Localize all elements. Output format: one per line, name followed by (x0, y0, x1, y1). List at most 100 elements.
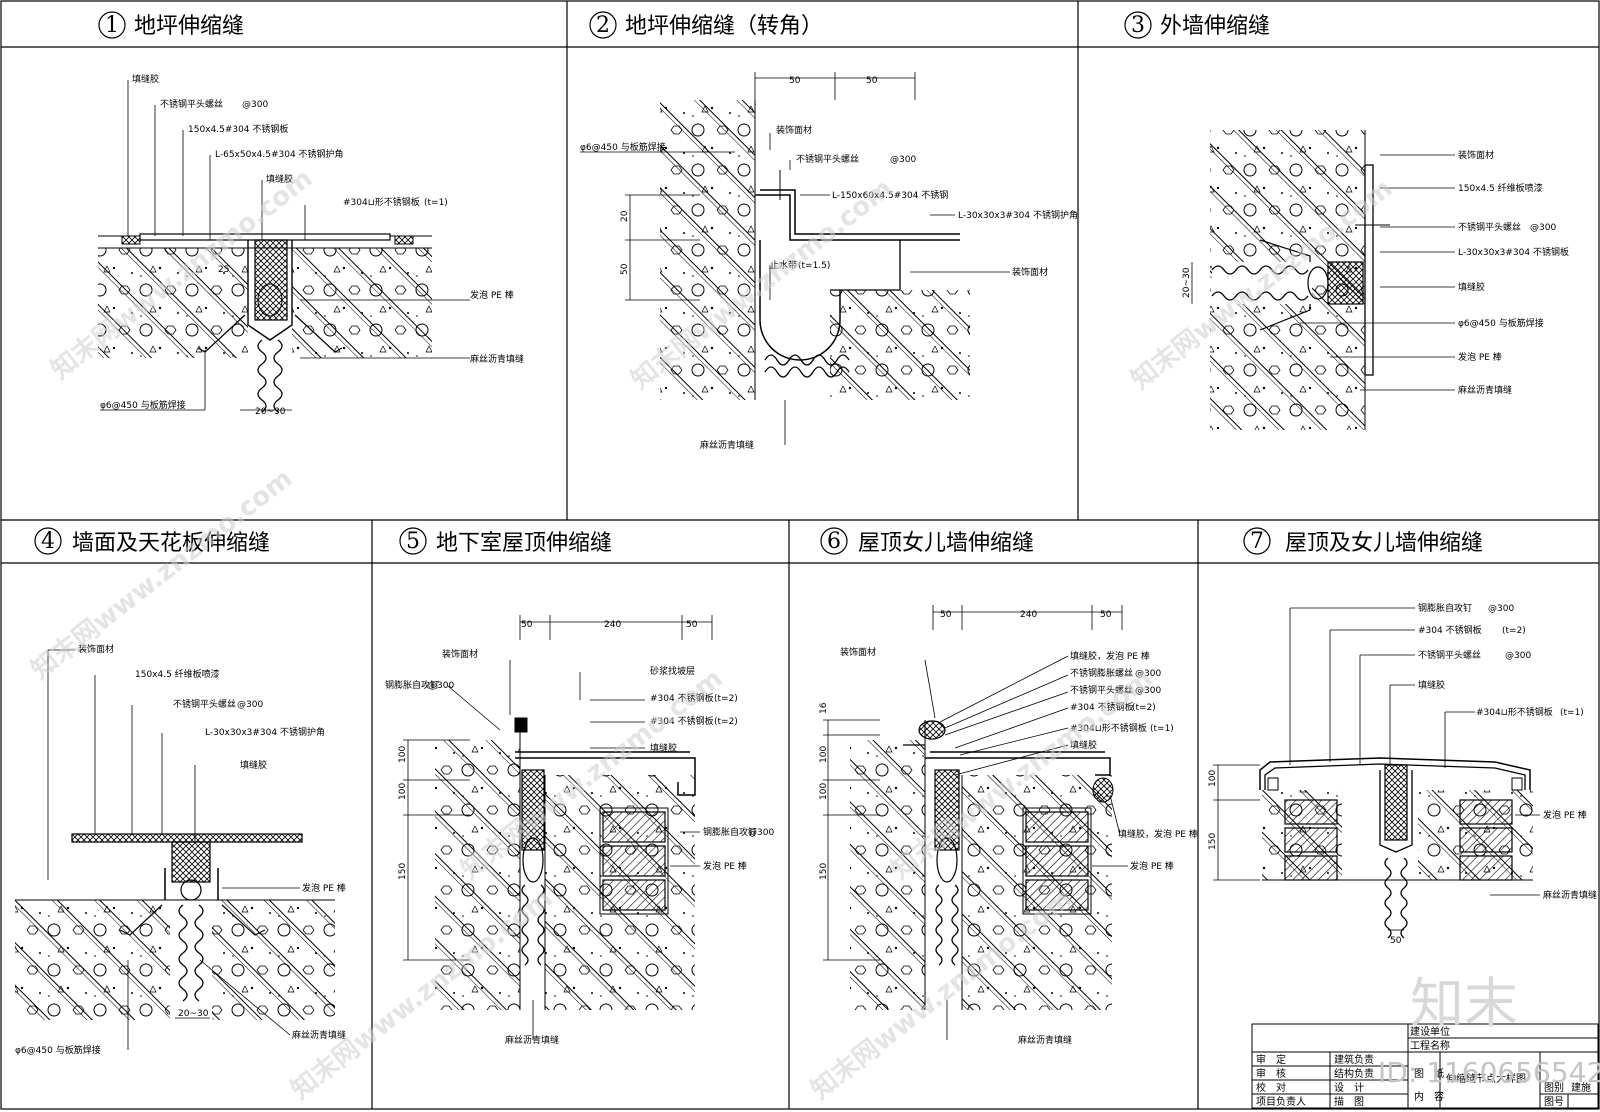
svg-text:L-65x50x4.5#304 不锈钢护角: L-65x50x4.5#304 不锈钢护角 (215, 148, 344, 160)
svg-text:16: 16 (819, 702, 829, 714)
svg-text:150x4.5 纤维板喷漆: 150x4.5 纤维板喷漆 (135, 668, 220, 680)
svg-text:发泡 PE 棒: 发泡 PE 棒 (1458, 351, 1502, 363)
svg-text:100: 100 (398, 746, 408, 763)
detail-1-labels: 填缝胶 不锈钢平头螺丝 @300 150x4.5#304 不锈钢板 L-65x5… (100, 73, 524, 417)
svg-text:20~30: 20~30 (1182, 267, 1192, 298)
svg-text:装饰面材: 装饰面材 (776, 124, 812, 136)
svg-text:麻丝沥青填缝: 麻丝沥青填缝 (1543, 889, 1597, 901)
svg-text:100: 100 (819, 746, 829, 763)
svg-text:#304 不锈钢板: #304 不锈钢板 (650, 692, 714, 704)
svg-text:#304⊔形不锈钢板: #304⊔形不锈钢板 (343, 196, 420, 208)
detail-5-labels: 50 240 50 100 100 150 装饰面材 砂浆找坡层 钢膨胀自攻钉 … (385, 620, 774, 1046)
svg-text:#304 不锈钢板: #304 不锈钢板 (650, 715, 714, 727)
svg-text:50: 50 (789, 76, 801, 86)
panel-title-4: 4 墙面及天花板伸缩缝 (34, 527, 270, 556)
svg-text:20: 20 (620, 210, 630, 222)
svg-text:(t=2): (t=2) (1502, 626, 1526, 636)
svg-text:@300: @300 (237, 700, 263, 710)
svg-text:麻丝沥青填缝: 麻丝沥青填缝 (470, 353, 524, 365)
svg-text:(t=2): (t=2) (714, 694, 738, 704)
svg-text:7: 7 (1250, 529, 1264, 554)
svg-text:图 纸: 图 纸 (1414, 1067, 1444, 1080)
svg-text:L-30x30x3#304 不锈钢护角: L-30x30x3#304 不锈钢护角 (958, 209, 1078, 221)
detail-6-labels: 50 240 50 16 100 100 150 装饰面材 填缝胶，发泡 PE … (819, 610, 1198, 1046)
panel-title-1: 1 地坪伸缩缝 (98, 11, 244, 39)
svg-text:100: 100 (398, 783, 408, 800)
svg-text:结构负责: 结构负责 (1334, 1067, 1374, 1080)
svg-text:(t=1): (t=1) (1150, 724, 1174, 734)
svg-text:屋顶及女儿墙伸缩缝: 屋顶及女儿墙伸缩缝 (1285, 531, 1483, 556)
svg-text:内 容: 内 容 (1414, 1090, 1444, 1103)
panel-title-2: 2 地坪伸缩缝（转角） (589, 11, 823, 39)
svg-text:建筑负责: 建筑负责 (1334, 1053, 1374, 1066)
svg-text:50: 50 (940, 610, 952, 620)
svg-text:建设单位: 建设单位 (1410, 1025, 1450, 1038)
detail-7-labels: 钢膨胀自攻钉 @300 #304 不锈钢板 (t=2) 不锈钢平头螺丝 @300… (1208, 602, 1597, 946)
svg-text:100: 100 (819, 783, 829, 800)
svg-text:砂浆找坡层: 砂浆找坡层 (650, 665, 695, 677)
svg-text:50: 50 (1100, 610, 1112, 620)
svg-text:240: 240 (604, 620, 621, 630)
svg-text:50: 50 (521, 620, 533, 630)
svg-text:50: 50 (620, 263, 630, 275)
detail-3-labels: 装饰面材 150x4.5 纤维板喷漆 不锈钢平头螺丝 @300 L-30x30x… (1182, 149, 1569, 396)
svg-text:麻丝沥青填缝: 麻丝沥青填缝 (1458, 384, 1512, 396)
svg-text:墙面及天花板伸缩缝: 墙面及天花板伸缩缝 (72, 531, 270, 556)
svg-text:#304⊔形不锈钢板: #304⊔形不锈钢板 (1070, 722, 1147, 734)
svg-text:φ6@450 与板筋焊接: φ6@450 与板筋焊接 (100, 399, 186, 411)
svg-text:4: 4 (41, 529, 55, 554)
svg-text:发泡 PE 棒: 发泡 PE 棒 (470, 289, 514, 301)
svg-text:麻丝沥青填缝: 麻丝沥青填缝 (505, 1034, 559, 1046)
svg-text:20~30: 20~30 (255, 407, 286, 417)
panel-title-6: 6 屋顶女儿墙伸缩缝 (820, 527, 1034, 556)
svg-text:建施: 建施 (1571, 1081, 1591, 1094)
detail-3 (1191, 130, 1455, 430)
svg-text:@300: @300 (1488, 604, 1514, 614)
svg-text:25: 25 (218, 265, 229, 275)
svg-text:图别: 图别 (1544, 1082, 1564, 1094)
svg-text:填缝胶: 填缝胶 (1070, 739, 1097, 751)
svg-text:20~30: 20~30 (178, 1009, 209, 1019)
svg-text:@300: @300 (1135, 669, 1161, 679)
svg-text:填缝胶: 填缝胶 (240, 759, 267, 771)
panel-title-3: 3 外墙伸缩缝 (1124, 11, 1270, 39)
svg-text:(t=2): (t=2) (1132, 703, 1156, 713)
svg-text:设 计: 设 计 (1334, 1081, 1364, 1094)
detail-5 (403, 615, 713, 1040)
svg-text:L-30x30x3#304 不锈钢板: L-30x30x3#304 不锈钢板 (1458, 246, 1569, 258)
svg-text:@300: @300 (428, 681, 454, 691)
svg-text:地坪伸缩缝（转角）: 地坪伸缩缝（转角） (625, 14, 823, 39)
detail-1 (98, 80, 470, 413)
svg-text:@300: @300 (242, 100, 268, 110)
svg-text:图号: 图号 (1544, 1096, 1564, 1108)
svg-text:钢膨胀自攻钉: 钢膨胀自攻钉 (385, 679, 439, 691)
svg-text:不锈钢平头螺丝: 不锈钢平头螺丝 (173, 698, 236, 710)
svg-text:(t=1.5): (t=1.5) (798, 261, 830, 271)
svg-text:装饰面材: 装饰面材 (442, 648, 478, 660)
title-block (1251, 1023, 1599, 1109)
svg-text:3: 3 (1131, 13, 1145, 38)
svg-text:知末网www.znzmo.com: 知末网www.znzmo.com (26, 463, 298, 685)
detail-6 (823, 605, 1128, 1040)
svg-text:(t=1): (t=1) (424, 198, 448, 208)
detail-7 (1213, 607, 1540, 939)
svg-text:钢膨胀自攻钉: 钢膨胀自攻钉 (1418, 602, 1472, 614)
svg-text:50: 50 (1390, 936, 1402, 946)
detail-2-labels: 50 50 20 50 φ6@450 与板筋焊接 装饰面材 不锈钢平头螺丝 @3… (580, 76, 1078, 451)
svg-text:φ6@450 与板筋焊接: φ6@450 与板筋焊接 (1458, 317, 1544, 329)
svg-text:#304 不锈钢板: #304 不锈钢板 (1070, 701, 1134, 713)
svg-text:发泡 PE 棒: 发泡 PE 棒 (302, 882, 346, 894)
svg-text:50: 50 (686, 620, 698, 630)
svg-text:L-30x30x3#304 不锈钢护角: L-30x30x3#304 不锈钢护角 (205, 726, 325, 738)
svg-text:(t=1): (t=1) (1560, 708, 1584, 718)
svg-text:发泡 PE 棒: 发泡 PE 棒 (1543, 809, 1587, 821)
svg-text:6: 6 (827, 529, 841, 554)
svg-text:240: 240 (1020, 610, 1037, 620)
title-block-text: 建设单位 工程名称 审 定 审 核 校 对 项目负责人 建筑负责 结构负责 设 … (1256, 1025, 1591, 1108)
svg-text:(t=2): (t=2) (714, 717, 738, 727)
svg-text:装饰面材: 装饰面材 (1012, 266, 1048, 278)
svg-text:麻丝沥青填缝: 麻丝沥青填缝 (292, 1029, 346, 1041)
svg-text:填缝胶: 填缝胶 (266, 173, 293, 185)
